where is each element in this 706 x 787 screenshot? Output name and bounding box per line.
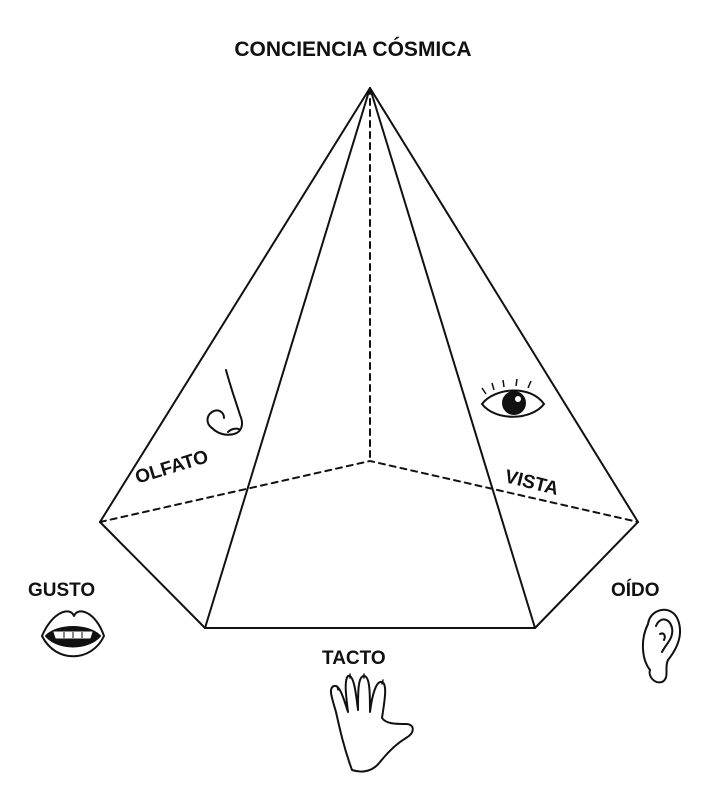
pyramid-base-front [99,521,639,629]
edge-front-left [204,87,371,629]
corner-label-gusto: GUSTO [28,580,96,601]
edge-right [369,87,639,523]
ear-icon [642,609,682,684]
edge-left [99,87,371,523]
corner-label-oido: OÍDO [611,580,660,601]
base-label-tacto: TACTO [322,648,386,669]
nose-icon [206,369,243,436]
eye-icon [480,378,546,418]
pyramid-base-back [99,460,639,523]
hand-icon [329,673,414,773]
pyramid-apex-title: CONCIENCIA CÓSMICA [234,38,472,61]
mouth-icon [41,610,105,658]
edge-front-right [369,87,536,629]
